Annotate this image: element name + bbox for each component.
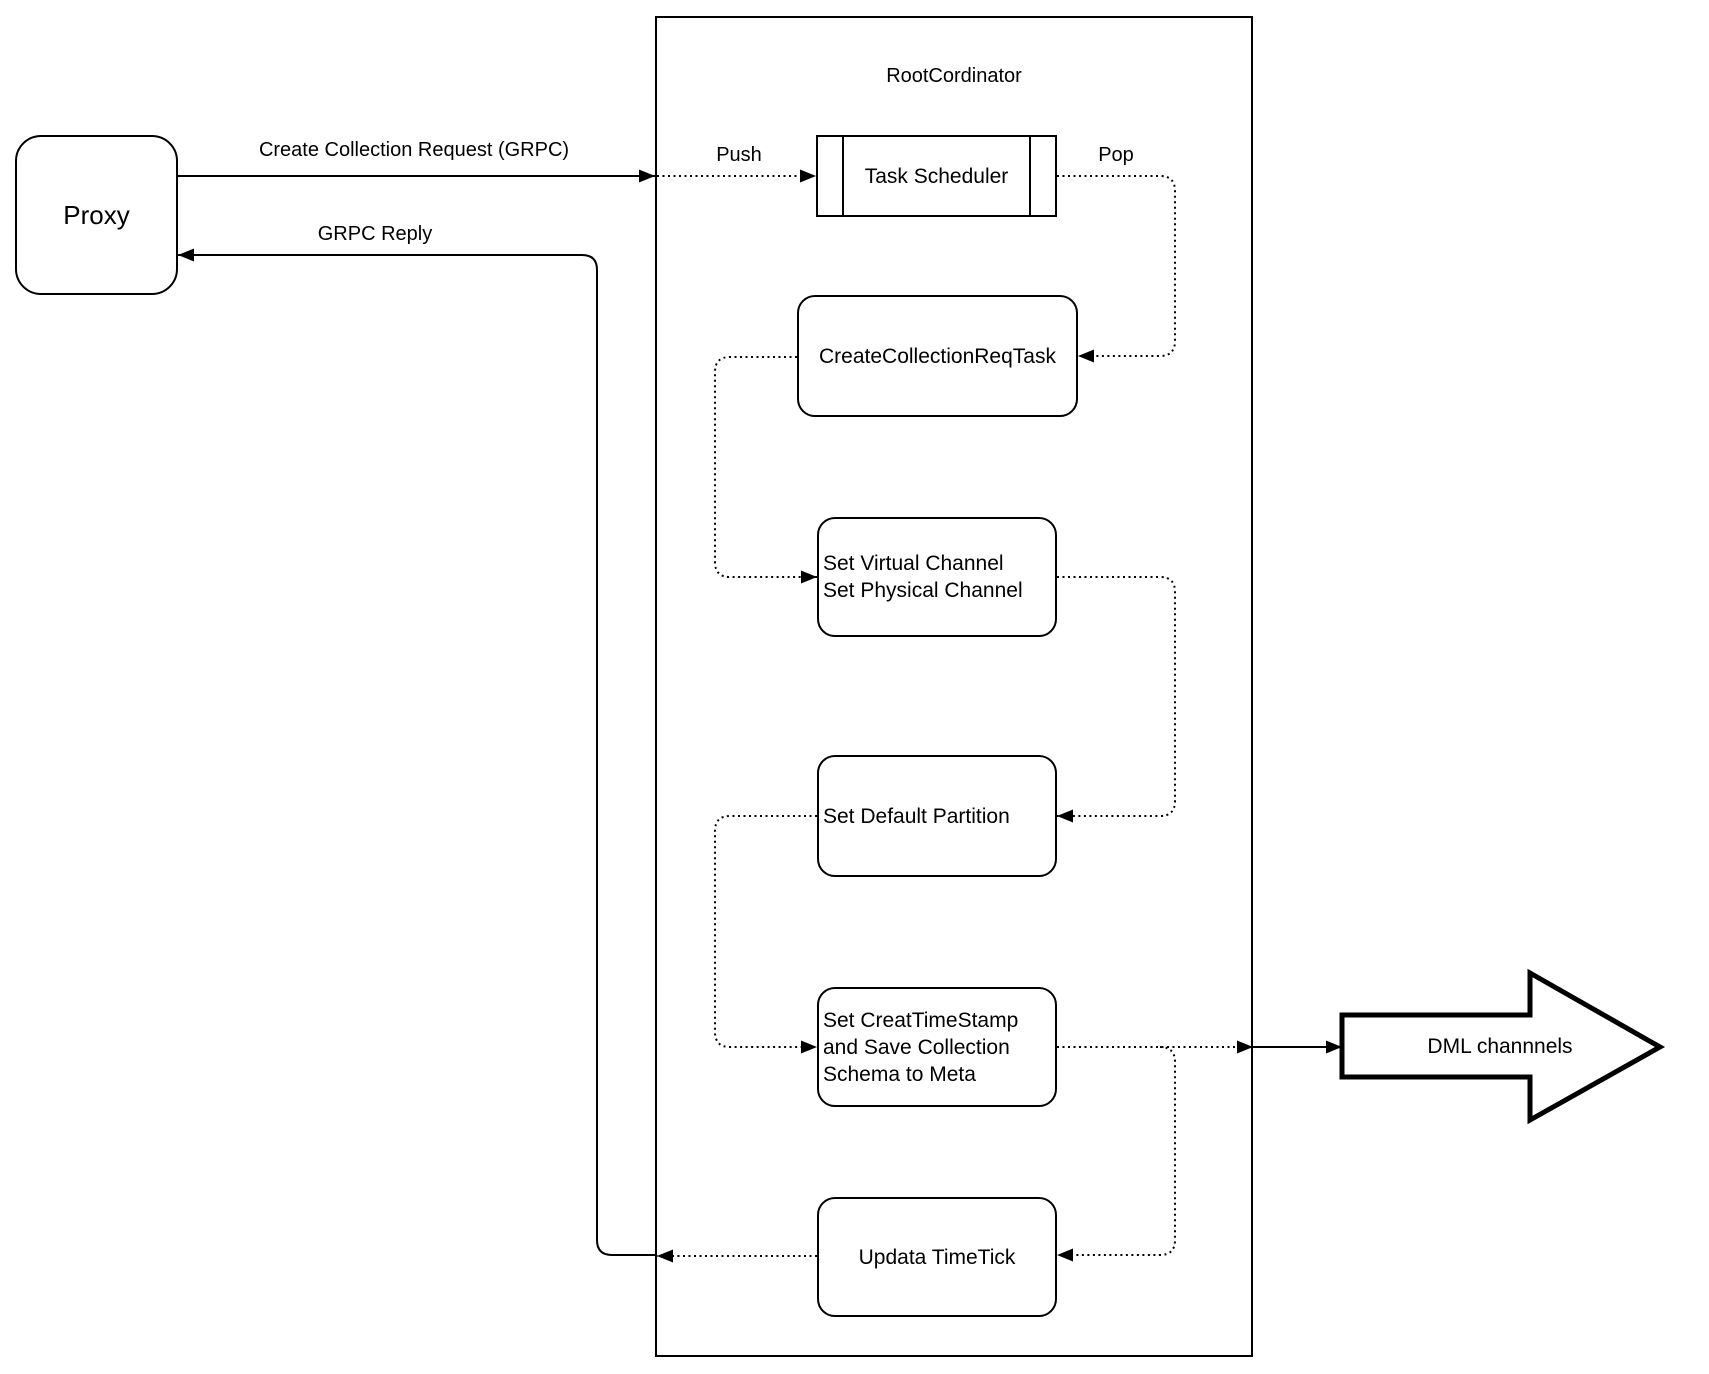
task-scheduler-right-bar <box>1029 137 1031 215</box>
task-scheduler-label: Task Scheduler <box>864 164 1009 188</box>
edge-grpc-reply <box>178 248 655 1256</box>
updata-timetick-label: Updata TimeTick <box>858 1245 1016 1269</box>
create-collection-req-task-label: CreateCollectionReqTask <box>819 344 1056 368</box>
task-scheduler-left-bar <box>842 137 844 215</box>
updata-timetick-node: Updata TimeTick <box>817 1197 1057 1317</box>
set-default-partition-label: Set Default Partition <box>823 804 1010 828</box>
set-default-partition-node: Set Default Partition <box>817 755 1057 877</box>
set-creat-timestamp-node: Set CreatTimeStamp and Save Collection S… <box>817 987 1057 1107</box>
grpc-reply-label: GRPC Reply <box>317 223 433 245</box>
create-collection-request-label: Create Collection Request (GRPC) <box>258 139 570 161</box>
task-scheduler-node: Task Scheduler <box>816 135 1057 217</box>
set-channels-label: Set Virtual Channel Set Physical Channel <box>823 552 1023 602</box>
pop-label: Pop <box>1098 144 1134 166</box>
proxy-label: Proxy <box>63 199 130 230</box>
create-collection-req-task-node: CreateCollectionReqTask <box>797 295 1078 417</box>
rootcordinator-title: RootCordinator <box>886 65 1022 87</box>
rootcordinator-container <box>655 16 1253 1357</box>
push-label: Push <box>716 144 762 166</box>
set-creat-timestamp-label: Set CreatTimeStamp and Save Collection S… <box>823 1008 1019 1086</box>
proxy-node: Proxy <box>15 135 178 295</box>
dml-channels-label: DML channnels <box>1427 1035 1573 1058</box>
set-channels-node: Set Virtual Channel Set Physical Channel <box>817 517 1057 637</box>
